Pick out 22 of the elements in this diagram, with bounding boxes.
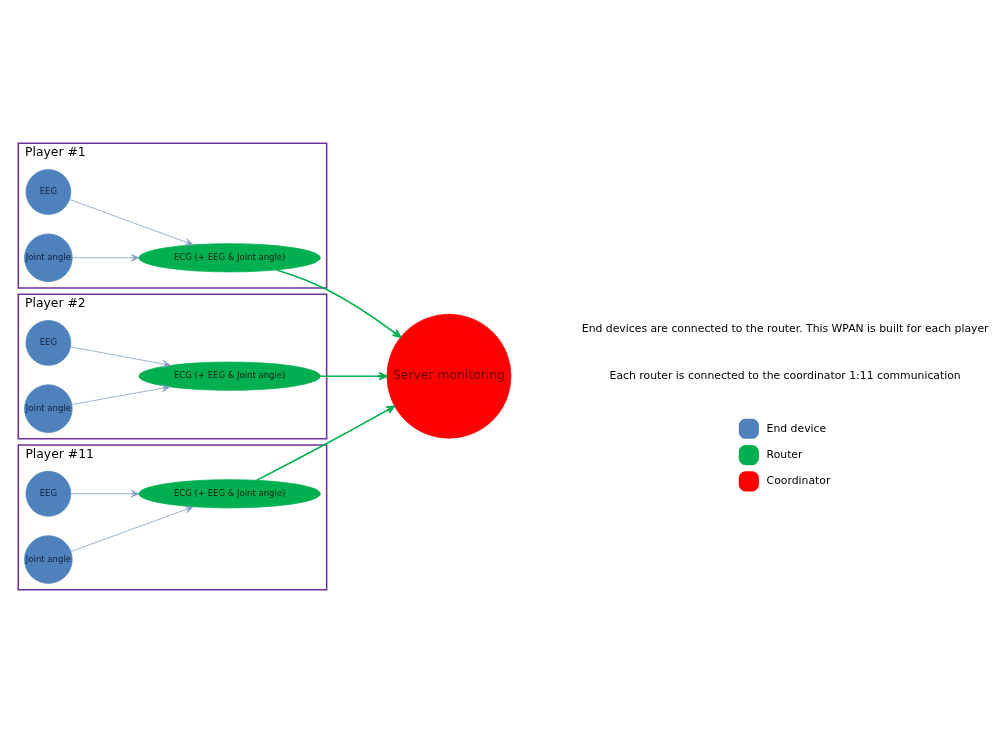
node-circle: Joint angle: [24, 383, 73, 433]
node-circle: EEG: [25, 319, 72, 366]
node-ellipse: ECG (+ EEG & Joint angle): [138, 478, 321, 508]
label: End devices are connected to the router. This WPAN is built for each player: [581, 321, 989, 335]
arrow: [70, 345, 171, 368]
arrow: [256, 405, 396, 481]
legend-label: Coordinator: [766, 473, 831, 487]
label: Each router is connected to the coordinator 1:11 communication: [609, 368, 961, 382]
arrow: [70, 489, 140, 498]
node-circle: Joint angle: [24, 534, 73, 584]
node-circle: EEG: [25, 168, 72, 215]
arrow: [319, 371, 388, 380]
legend-label: End device: [766, 421, 827, 435]
node-ellipse: ECG (+ EEG & Joint angle): [138, 242, 321, 272]
arrow: [72, 253, 140, 262]
node-circle: Joint angle: [24, 233, 73, 282]
node-circle: EEG: [25, 470, 72, 517]
arrow: [70, 505, 194, 552]
arrow: [276, 268, 402, 338]
legend-label: Router: [766, 447, 803, 461]
arrow: [71, 383, 170, 405]
arrow: [69, 198, 194, 246]
